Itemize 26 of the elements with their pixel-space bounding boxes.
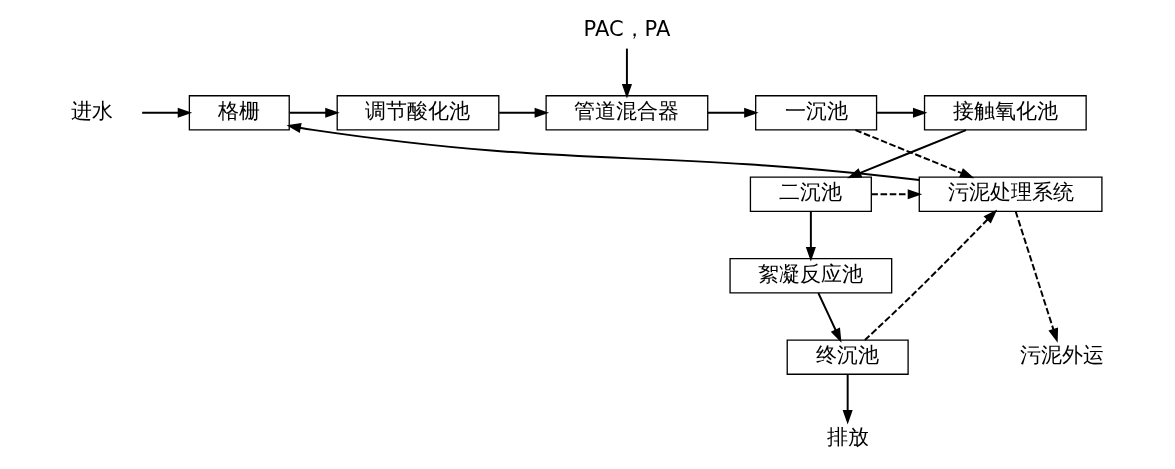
arrow bbox=[842, 372, 853, 424]
arrow bbox=[621, 47, 632, 99]
node-box: 一沉池 bbox=[755, 94, 878, 131]
arrow bbox=[141, 107, 193, 118]
arrow bbox=[817, 291, 842, 343]
arrow bbox=[286, 122, 921, 181]
node-text: PAC，PA bbox=[583, 15, 671, 41]
node-text: 进水 bbox=[71, 97, 114, 123]
node-box: 调节酸化池 bbox=[336, 94, 500, 131]
arrow bbox=[498, 107, 550, 118]
node-box: 格栅 bbox=[188, 94, 290, 131]
node-text: 污泥外运 bbox=[1019, 341, 1104, 367]
arrow bbox=[288, 107, 340, 118]
arrow bbox=[706, 107, 759, 118]
node-text: 排放 bbox=[826, 423, 869, 449]
node-box: 污泥处理系统 bbox=[918, 176, 1103, 212]
arrow bbox=[863, 208, 998, 341]
node-box: 絮凝反应池 bbox=[729, 257, 893, 293]
node-box: 终沉池 bbox=[786, 338, 909, 375]
node-box: 二沉池 bbox=[749, 176, 872, 212]
arrow bbox=[870, 188, 923, 199]
arrow bbox=[875, 107, 928, 118]
node-box: 管道混合器 bbox=[545, 94, 709, 131]
node-box: 接触氧化池 bbox=[923, 94, 1087, 131]
arrow bbox=[805, 210, 816, 261]
arrow bbox=[1014, 210, 1059, 343]
